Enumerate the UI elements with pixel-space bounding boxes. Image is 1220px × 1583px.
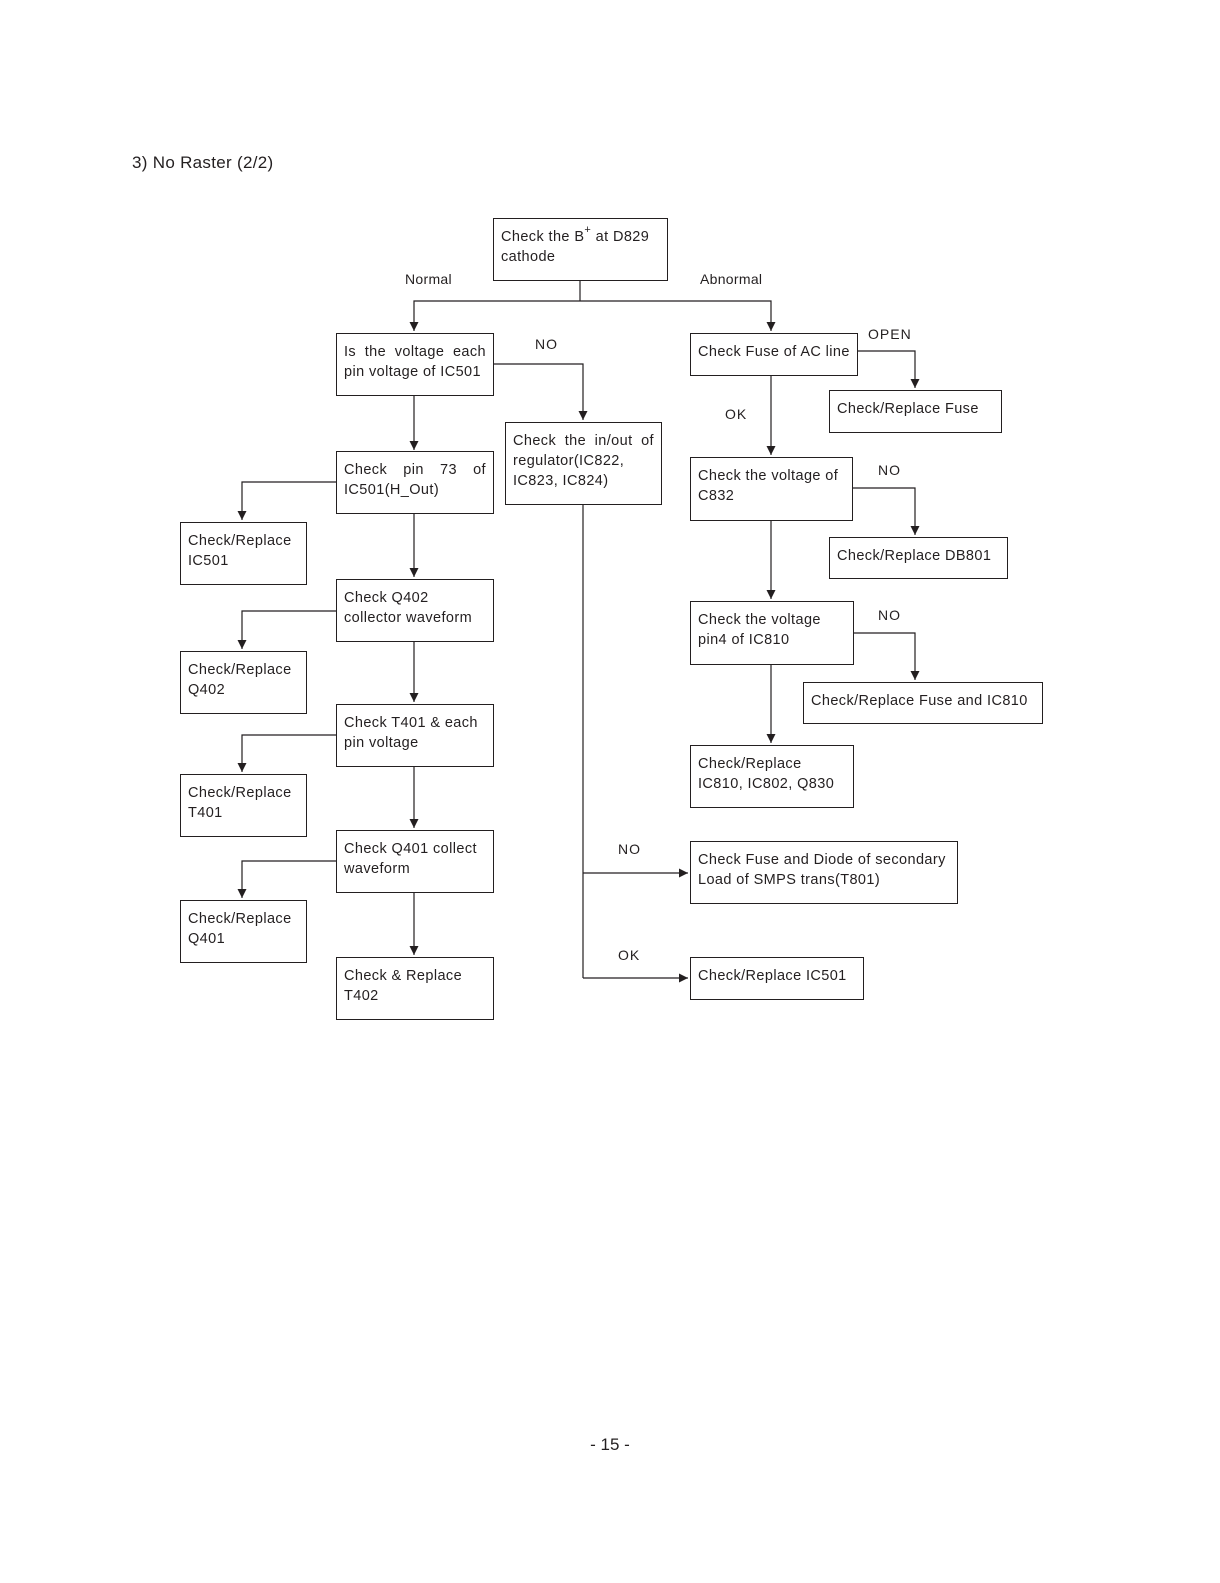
connector-t401-to-replace-t401 [237,734,336,772]
node-regulator-check: Check the in/out of regulator(IC822, IC8… [505,422,662,505]
node-text-line: IC810, IC802, Q830 [698,776,835,792]
node-text-line: Check/Replace DB801 [837,548,992,564]
node-text: at D829 [591,229,650,245]
node-text-line: Q402 [188,682,226,698]
node-text-line: Load of SMPS trans(T801) [698,872,881,888]
node-q401-waveform: Check Q401 collect waveform [336,830,494,893]
node-text-line: Check the voltage [698,612,821,628]
node-text-line: Check/Replace [188,785,292,801]
node-text-line: pin4 of IC810 [698,632,790,648]
node-text-line: pin voltage of IC501 [344,364,481,380]
connector-c832-to-db801 [853,487,920,535]
label-abnormal: Abnormal [700,271,763,287]
node-text-line: Check Fuse of AC line [698,344,850,360]
node-check-b-plus-d829: Check the B+ at D829 cathode [493,218,668,281]
label-normal: Normal [405,271,452,287]
node-text-line: C832 [698,488,735,504]
node-t401-voltage: Check T401 & each pin voltage [336,704,494,767]
node-replace-fuse: Check/Replace Fuse [829,390,1002,433]
node-secondary-fuse-diode: Check Fuse and Diode of secondary Load o… [690,841,958,904]
node-ic501-pin-voltage: Is the voltage each pin voltage of IC501 [336,333,494,396]
label-no-regulator: NO [535,336,558,352]
connector-q402-to-replace-q402 [237,610,336,649]
node-text-line: Check the in/out of [513,433,654,449]
node-text-line: IC501 [188,553,229,569]
node-text-line: Check Q401 collect [344,841,477,857]
node-text-line: collector waveform [344,610,473,626]
node-text-line: Check/Replace [188,533,292,549]
node-text: Check the B [501,229,585,245]
node-replace-ic501-right: Check/Replace IC501 [690,957,864,1000]
node-replace-fuse-ic810: Check/Replace Fuse and IC810 [803,682,1043,724]
node-text-line: Check/Replace [698,756,802,772]
superscript-plus: + [584,224,592,237]
node-text-line: Check T401 & each [344,715,478,731]
node-text-line: pin voltage [344,735,419,751]
page-title: 3) No Raster (2/2) [132,153,274,172]
label-ok-ic501: OK [618,947,641,963]
node-replace-t401: Check/Replace T401 [180,774,307,837]
node-text-line: T401 [188,805,223,821]
node-check-pin73: Check pin 73 of IC501(H_Out) [336,451,494,514]
label-ok-fuse: OK [725,406,748,422]
node-text-line: Check Q402 [344,590,429,606]
node-q402-waveform: Check Q402 collector waveform [336,579,494,642]
label-no-c832: NO [878,462,901,478]
connector-normal-branch [409,300,580,331]
connector-fuse-to-replace-fuse [858,350,920,388]
node-text-line: Is the voltage each [344,344,486,360]
node-text-line: T402 [344,988,379,1004]
node-text-line: IC501(H_Out) [344,482,440,498]
connector-ic501-to-regulator [494,363,588,420]
connector-pin4-to-fuse-ic810 [854,632,920,680]
node-pin4-ic810-voltage: Check the voltage pin4 of IC810 [690,601,854,665]
node-text-line: Check/Replace Fuse [837,401,979,417]
node-replace-ic501-left: Check/Replace IC501 [180,522,307,585]
node-text-line: Check pin 73 of [344,462,486,478]
connector-q401-to-replace-q401 [237,860,336,898]
node-text-line: Check & Replace [344,968,463,984]
node-text-line: IC823, IC824) [513,473,609,489]
node-text-line: Check/Replace [188,911,292,927]
connector-pin73-to-replace-ic501 [237,481,336,520]
node-replace-db801: Check/Replace DB801 [829,537,1008,579]
node-ac-line-fuse: Check Fuse of AC line [690,333,858,376]
node-text-line: Check the voltage of [698,468,839,484]
node-text-line: Q401 [188,931,226,947]
page-number: - 15 - [590,1435,630,1454]
node-text-line: Check the B+ at D829 [501,224,660,247]
node-replace-q401: Check/Replace Q401 [180,900,307,963]
node-text-line: waveform [344,861,411,877]
node-text-line: Check/Replace IC501 [698,968,847,984]
node-c832-voltage: Check the voltage of C832 [690,457,853,521]
label-no-secondary: NO [618,841,641,857]
label-open: OPEN [868,326,912,342]
node-text-line: Check/Replace Fuse and IC810 [811,693,1028,709]
node-text-line: regulator(IC822, [513,453,625,469]
node-replace-t402: Check & Replace T402 [336,957,494,1020]
label-no-pin4: NO [878,607,901,623]
node-text-line: cathode [501,249,556,265]
connector-abnormal-branch [580,300,776,331]
node-replace-q402: Check/Replace Q402 [180,651,307,714]
node-text-line: Check/Replace [188,662,292,678]
node-text-line: Check Fuse and Diode of secondary [698,852,946,868]
node-replace-ic810-ic802-q830: Check/Replace IC810, IC802, Q830 [690,745,854,808]
